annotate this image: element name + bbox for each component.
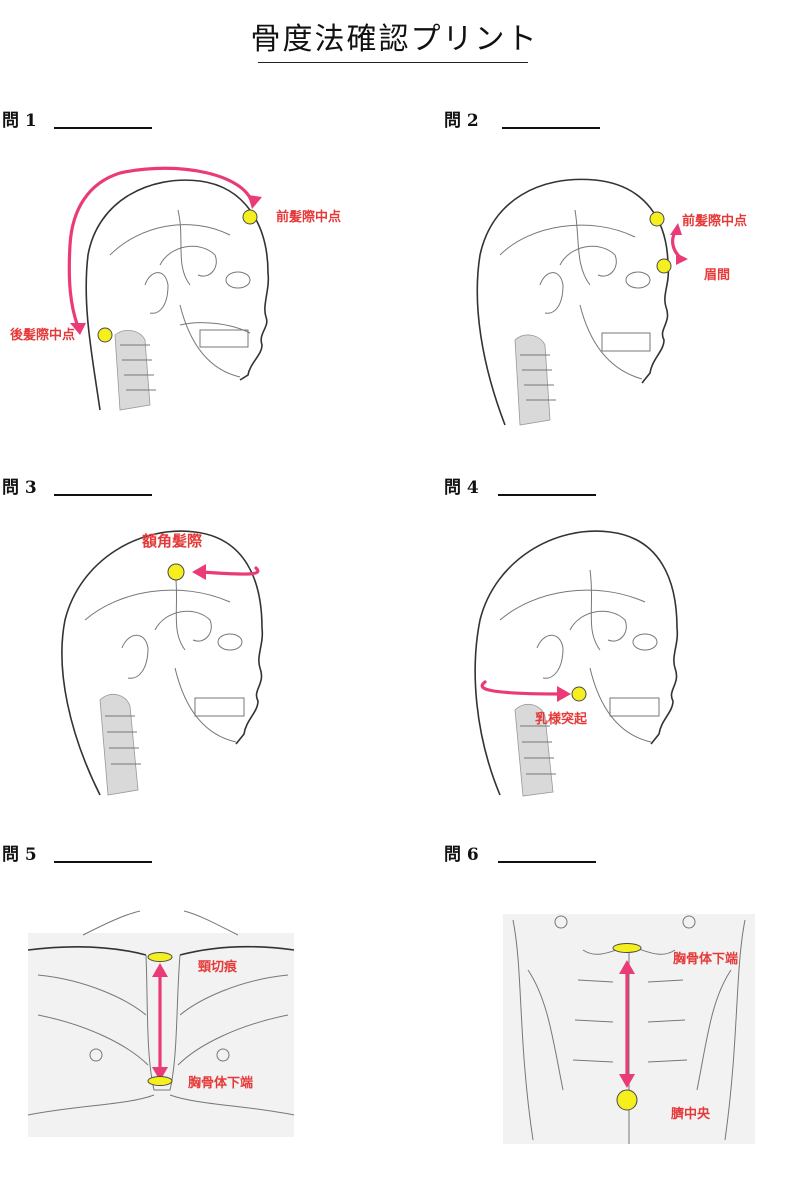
- skull-drawing: [477, 179, 668, 425]
- question-4-label: 問 4: [444, 473, 479, 498]
- skull-drawing: [475, 531, 677, 796]
- arrowhead-front: [248, 195, 262, 209]
- panel-5-chest-illustration: 頸切痕 胸骨体下端: [28, 905, 298, 1137]
- label-sternum-lower-end: 胸骨体下端: [188, 1075, 253, 1091]
- arrowhead-up: [670, 223, 682, 235]
- label-front-hairline-midpoint: 前髪際中点: [276, 209, 341, 225]
- arrowhead-right: [557, 686, 571, 702]
- front-hairline-point: [650, 212, 664, 226]
- panel-1-skull-illustration: 前髪際中点 後髪際中点: [0, 155, 380, 415]
- question-3-label: 問 3: [2, 473, 37, 498]
- page-title: 骨度法確認プリント: [0, 14, 789, 58]
- navel-center-point: [617, 1090, 637, 1110]
- sternum-lower-end-point: [613, 944, 641, 953]
- back-hairline-point: [98, 328, 112, 342]
- question-5-answer-blank[interactable]: [54, 861, 152, 863]
- question-1-label: 問 1: [2, 106, 37, 131]
- arrowhead-left: [192, 564, 206, 580]
- label-front-hairline-midpoint: 前髪際中点: [682, 213, 747, 229]
- question-5-label: 問 5: [2, 840, 37, 865]
- label-frontal-angle-hairline: 額角髪際: [141, 532, 203, 550]
- label-glabella: 眉間: [704, 268, 730, 283]
- panel-4-skull-illustration: 乳様突起: [455, 520, 789, 800]
- question-2-answer-blank[interactable]: [502, 127, 600, 129]
- arrow-to-mastoid: [482, 682, 561, 694]
- skull-drawing: [62, 531, 262, 795]
- question-4-answer-blank[interactable]: [498, 494, 596, 496]
- question-1-answer-blank[interactable]: [54, 127, 152, 129]
- label-back-hairline-midpoint: 後髪際中点: [10, 327, 75, 343]
- label-navel-center: 臍中央: [671, 1106, 711, 1122]
- question-6-label: 問 6: [444, 840, 479, 865]
- label-mastoid-process: 乳様突起: [535, 711, 588, 727]
- panel-6-abdomen-illustration: 胸骨体下端 臍中央: [503, 910, 758, 1145]
- panel-2-skull-illustration: 前髪際中点 眉間: [420, 155, 789, 430]
- question-6-answer-blank[interactable]: [498, 861, 596, 863]
- panel-3-skull-illustration: 額角髪際: [30, 520, 380, 800]
- question-2-label: 問 2: [444, 106, 479, 131]
- title-underline: [258, 62, 528, 63]
- label-sternum-lower-end: 胸骨体下端: [673, 951, 738, 967]
- arrowhead-down: [676, 253, 688, 265]
- sternum-lower-end-point: [148, 1077, 172, 1086]
- front-hairline-point: [243, 210, 257, 224]
- glabella-point: [657, 259, 671, 273]
- skull-drawing: [86, 180, 268, 410]
- mastoid-process-point: [572, 687, 586, 701]
- jugular-notch-point: [148, 953, 172, 962]
- frontal-angle-hairline-point: [168, 564, 184, 580]
- arrow-hairline-arc: [69, 168, 252, 327]
- label-jugular-notch: 頸切痕: [198, 959, 238, 975]
- question-3-answer-blank[interactable]: [54, 494, 152, 496]
